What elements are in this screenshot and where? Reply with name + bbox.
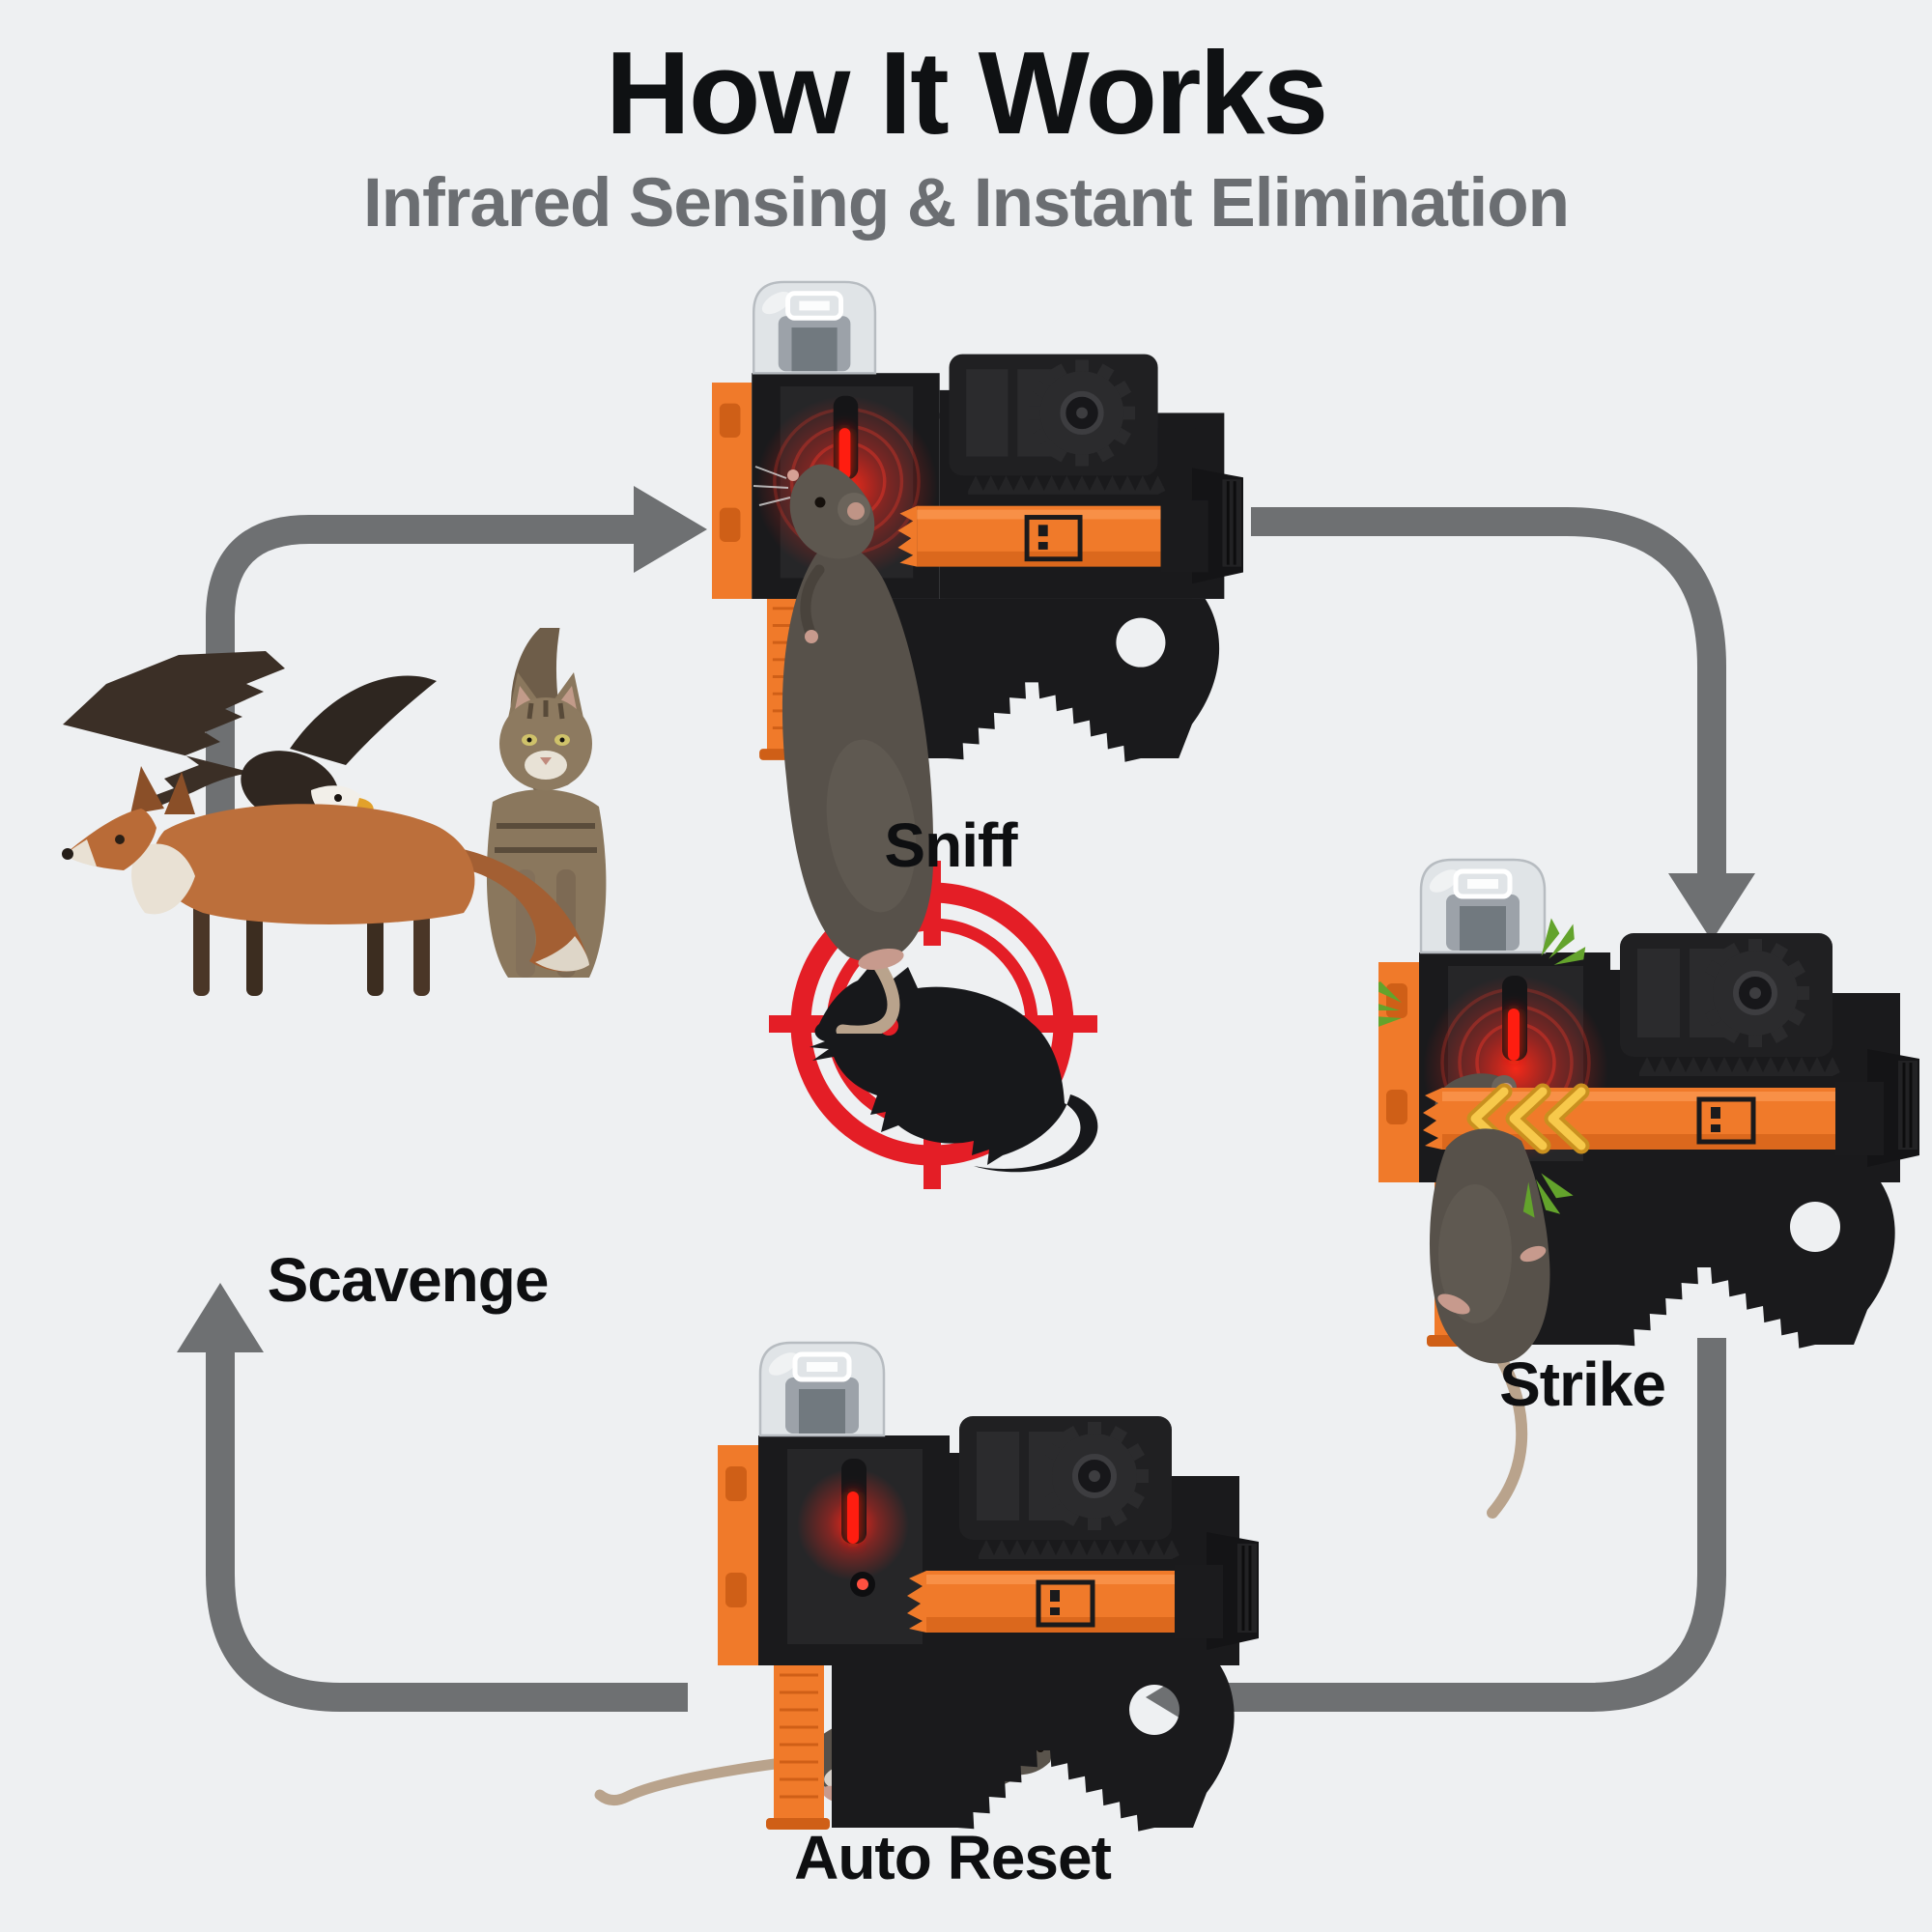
gear-icon xyxy=(1040,1422,1149,1530)
gear-icon xyxy=(1701,939,1809,1047)
bait-dome xyxy=(752,280,877,375)
cycle-arrow-sniff-to-strike xyxy=(1251,507,1755,941)
bait-dome xyxy=(758,1341,886,1437)
rat-crosshair-target-icon xyxy=(744,836,1121,1212)
scavenger-animals-illustration xyxy=(48,628,628,1005)
stage-label-strike: Strike xyxy=(1499,1350,1666,1419)
stage-label-scavenge: Scavenge xyxy=(267,1245,550,1315)
page-title: How It Works xyxy=(605,27,1328,158)
page-subtitle: Infrared Sensing & Instant Elimination xyxy=(362,165,1570,242)
cycle-arrow-auto-reset-to-scavenge xyxy=(177,1283,688,1712)
trap-device-auto-reset xyxy=(718,1331,1259,1833)
fox-illustration xyxy=(62,766,589,996)
rat-sniffing-illustration xyxy=(726,411,978,1034)
trap-device-strike xyxy=(1378,848,1919,1524)
rat-struck-illustration xyxy=(1429,1128,1550,1519)
impact-spark-icon xyxy=(1378,981,1402,1027)
cat-illustration xyxy=(486,628,607,978)
stage-label-sniff: Sniff xyxy=(884,810,1017,880)
gear-icon xyxy=(1029,359,1136,467)
bait-dome xyxy=(1419,858,1547,954)
stage-label-auto-reset: Auto Reset xyxy=(794,1823,1112,1892)
cycle-arrow-scavenge-to-sniff xyxy=(206,486,707,903)
